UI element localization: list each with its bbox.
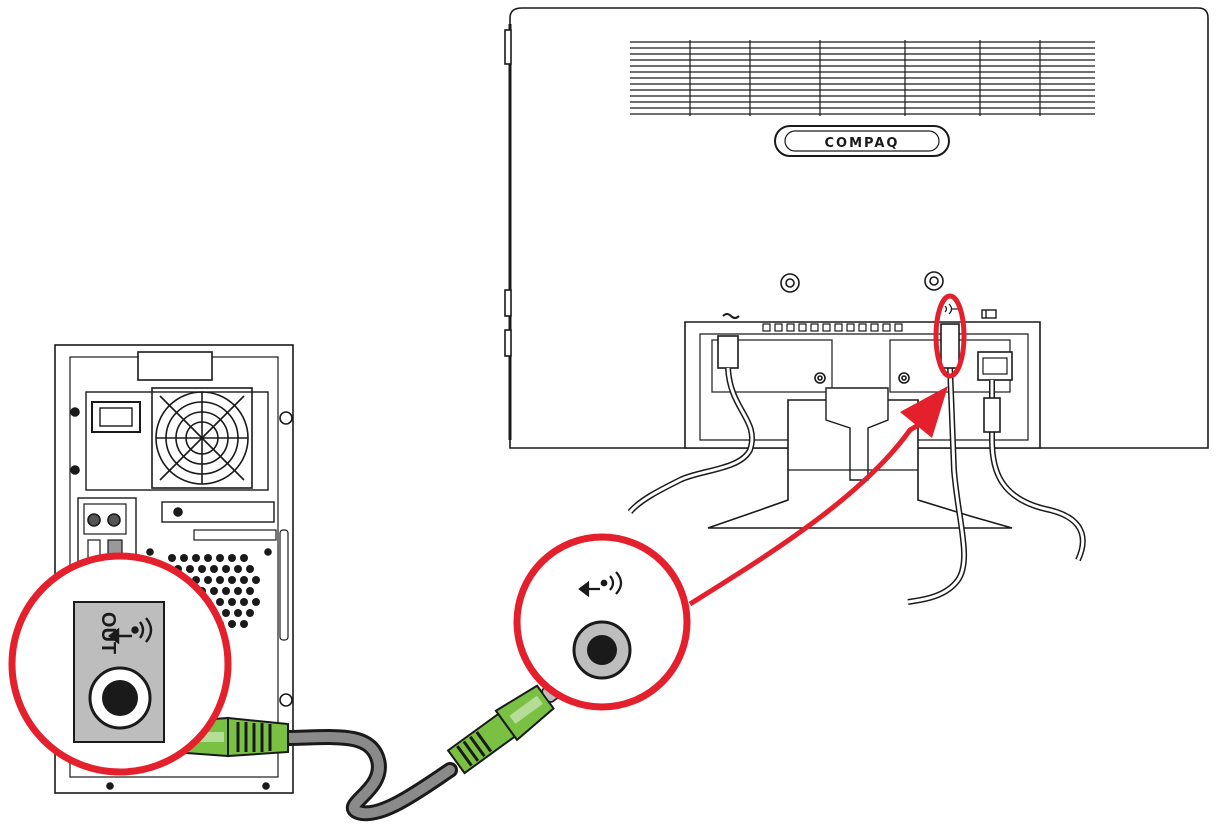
- audio-out-icon: [108, 617, 153, 645]
- monitor-vent-slots: [762, 323, 903, 332]
- pc-vent-honeycomb: [162, 554, 260, 628]
- monitor-screw-left: [780, 273, 800, 293]
- pc-power-socket: [91, 401, 141, 433]
- pc-audio-out-callout: OUT: [8, 552, 232, 776]
- audio-in-icon: [578, 571, 623, 598]
- monitor-cables: [627, 365, 1086, 605]
- monitor-brand-text: COMPAQ: [825, 136, 900, 151]
- monitor-rear: [504, 7, 1209, 529]
- connection-arrow: [688, 386, 948, 607]
- pc-fan: [151, 387, 253, 489]
- audio-cable: [274, 729, 458, 822]
- monitor-screw-right: [924, 271, 944, 291]
- pc-power-supply: [85, 391, 269, 491]
- pc-handle: [137, 351, 213, 381]
- pc-audio-jack-label: OUT: [97, 612, 119, 654]
- pc-expansion-slot: [161, 501, 275, 523]
- monitor-audio-in-highlight: [933, 293, 967, 379]
- monitor-power-plug: [717, 335, 739, 369]
- vga-icon: [981, 309, 997, 319]
- power-icon: [722, 313, 740, 319]
- monitor-audio-in-callout: [513, 533, 691, 711]
- monitor-brand-badge: [774, 125, 950, 157]
- monitor-audio-plug: [940, 323, 960, 369]
- monitor-vent-grille: [630, 40, 1095, 116]
